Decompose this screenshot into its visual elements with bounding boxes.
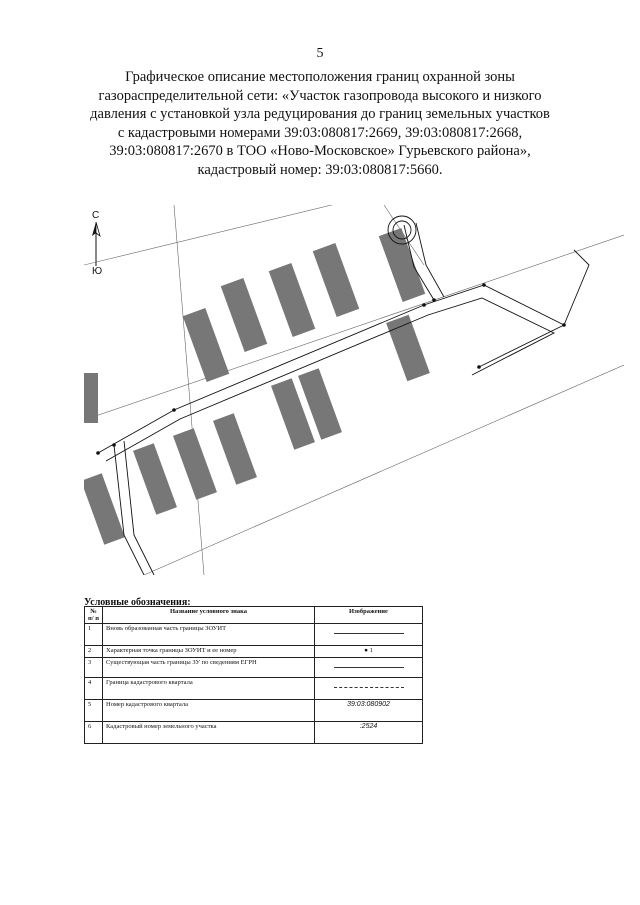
title-line: 39:03:080817:2670 в ТОО «Ново-Московское… [109,143,531,159]
table-row: 2 Характерная точка границы ЗОУИТ и ее н… [84,645,423,658]
building [213,413,257,485]
legend-header-name: Название условного знака [102,606,315,624]
building [220,278,268,352]
legend-header-image: Изображение [314,606,423,624]
building [133,443,177,515]
quarter-number-sample: 39:03:080902 [314,699,423,722]
dashed-line-symbol [333,687,404,688]
parcel-number-sample: :2524 [314,721,423,744]
document-title: Графическое описание местоположения гран… [60,68,580,179]
point-number: 1 [369,647,373,654]
building [173,428,217,500]
table-row: 6 Кадастровый номер земельного участка :… [84,721,423,744]
building [271,378,315,450]
legend-name: Номер кадастрового квартала [102,699,315,722]
solid-line-symbol [333,633,404,634]
legend-num: 6 [84,721,103,744]
solid-line-symbol [333,667,404,668]
legend-header-row: № п/ п Название условного знака Изображе… [84,606,423,624]
table-row: 1 Вновь образованная часть границы ЗОУИТ [84,623,423,646]
cadastral-map [84,205,624,575]
legend-table: № п/ п Название условного знака Изображе… [84,606,423,744]
legend-name: Существующая часть границы ЗУ по сведени… [102,657,315,678]
page-number: 5 [316,46,324,61]
building [268,263,316,337]
legend-num: 2 [84,645,103,658]
building [84,373,98,423]
compass-north-label: С [92,210,100,221]
title-line: давления с установкой узла редуцирования… [90,106,550,122]
building [298,368,342,440]
north-arrow-icon [92,222,101,266]
legend-num: 1 [84,623,103,646]
legend-title: Условные обозначения: [84,597,191,608]
title-line: Графическое описание местоположения гран… [125,69,515,85]
legend-num: 3 [84,657,103,678]
building [386,314,430,382]
building [84,473,125,545]
building [378,228,426,302]
legend-header-num: № п/ п [84,606,103,624]
table-row: 4 Граница кадастрового квартала [84,677,423,700]
table-row: 5 Номер кадастрового квартала 39:03:0809… [84,699,423,722]
compass-arrow: С Ю [90,210,106,278]
title-line: кадастровый номер: 39:03:080817:5660. [197,161,443,178]
legend-name: Характерная точка границы ЗОУИТ и ее ном… [102,645,315,658]
legend-num: 5 [84,699,103,722]
legend-num: 4 [84,677,103,700]
legend-name: Вновь образованная часть границы ЗОУИТ [102,623,315,646]
title-line: газораспределительной сети: «Участок газ… [98,87,542,104]
building [312,243,360,317]
compass-south-label: Ю [92,266,103,277]
building [182,308,230,382]
building-blocks [84,228,430,545]
legend-name: Кадастровый номер земельного участка [102,721,315,744]
point-marker-icon: ● [364,647,369,654]
pipeline-zone [97,215,590,575]
table-row: 3 Существующая часть границы ЗУ по сведе… [84,657,423,678]
title-line: с кадастровыми номерами 39:03:080817:266… [117,124,523,141]
legend-name: Граница кадастрового квартала [102,677,315,700]
